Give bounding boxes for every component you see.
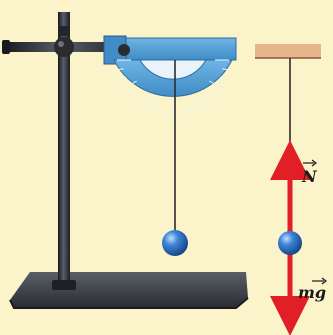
clamp-rod-end xyxy=(2,40,10,54)
pendulum-ball xyxy=(162,230,188,256)
normal-vector-mark-head xyxy=(311,159,317,167)
stand-base-edge xyxy=(9,297,249,309)
stand-base xyxy=(10,272,248,308)
lab-stand xyxy=(2,12,249,309)
protractor xyxy=(103,35,237,116)
protractor-tick xyxy=(209,80,222,89)
clamp-screw xyxy=(58,26,70,36)
free-body-diagram: N mg xyxy=(255,44,327,335)
fbd-ball xyxy=(278,231,302,255)
gravity-vector-mark-head xyxy=(321,277,327,285)
protractor-tick xyxy=(129,91,136,97)
protractor-tick xyxy=(193,96,202,109)
protractor-tick xyxy=(136,97,142,104)
protractor-tick xyxy=(204,97,210,104)
stand-pole-foot xyxy=(52,280,76,290)
protractor-clamp-screw xyxy=(118,44,130,56)
protractor-scale-ticks xyxy=(117,59,229,116)
normal-force-label: N xyxy=(301,167,318,186)
protractor-tick xyxy=(219,76,226,80)
protractor-tick xyxy=(210,91,217,97)
stand-pole xyxy=(58,12,70,288)
protractor-tick xyxy=(124,80,137,89)
protractor-tick xyxy=(181,109,184,116)
normal-force-label-group: N xyxy=(301,159,318,186)
protractor-tick xyxy=(153,106,157,113)
ceiling-support xyxy=(255,44,321,58)
gravity-force-label: mg xyxy=(298,283,326,302)
clamp-knot xyxy=(54,37,74,57)
protractor-tick xyxy=(120,76,127,80)
protractor-tick xyxy=(222,68,229,71)
protractor-tick xyxy=(144,96,153,109)
protractor-tick xyxy=(117,68,124,71)
protractor-tick xyxy=(162,109,165,116)
clamp-knot-highlight xyxy=(58,41,64,47)
protractor-tick xyxy=(189,106,193,113)
gravity-force-label-group: mg xyxy=(298,277,327,302)
